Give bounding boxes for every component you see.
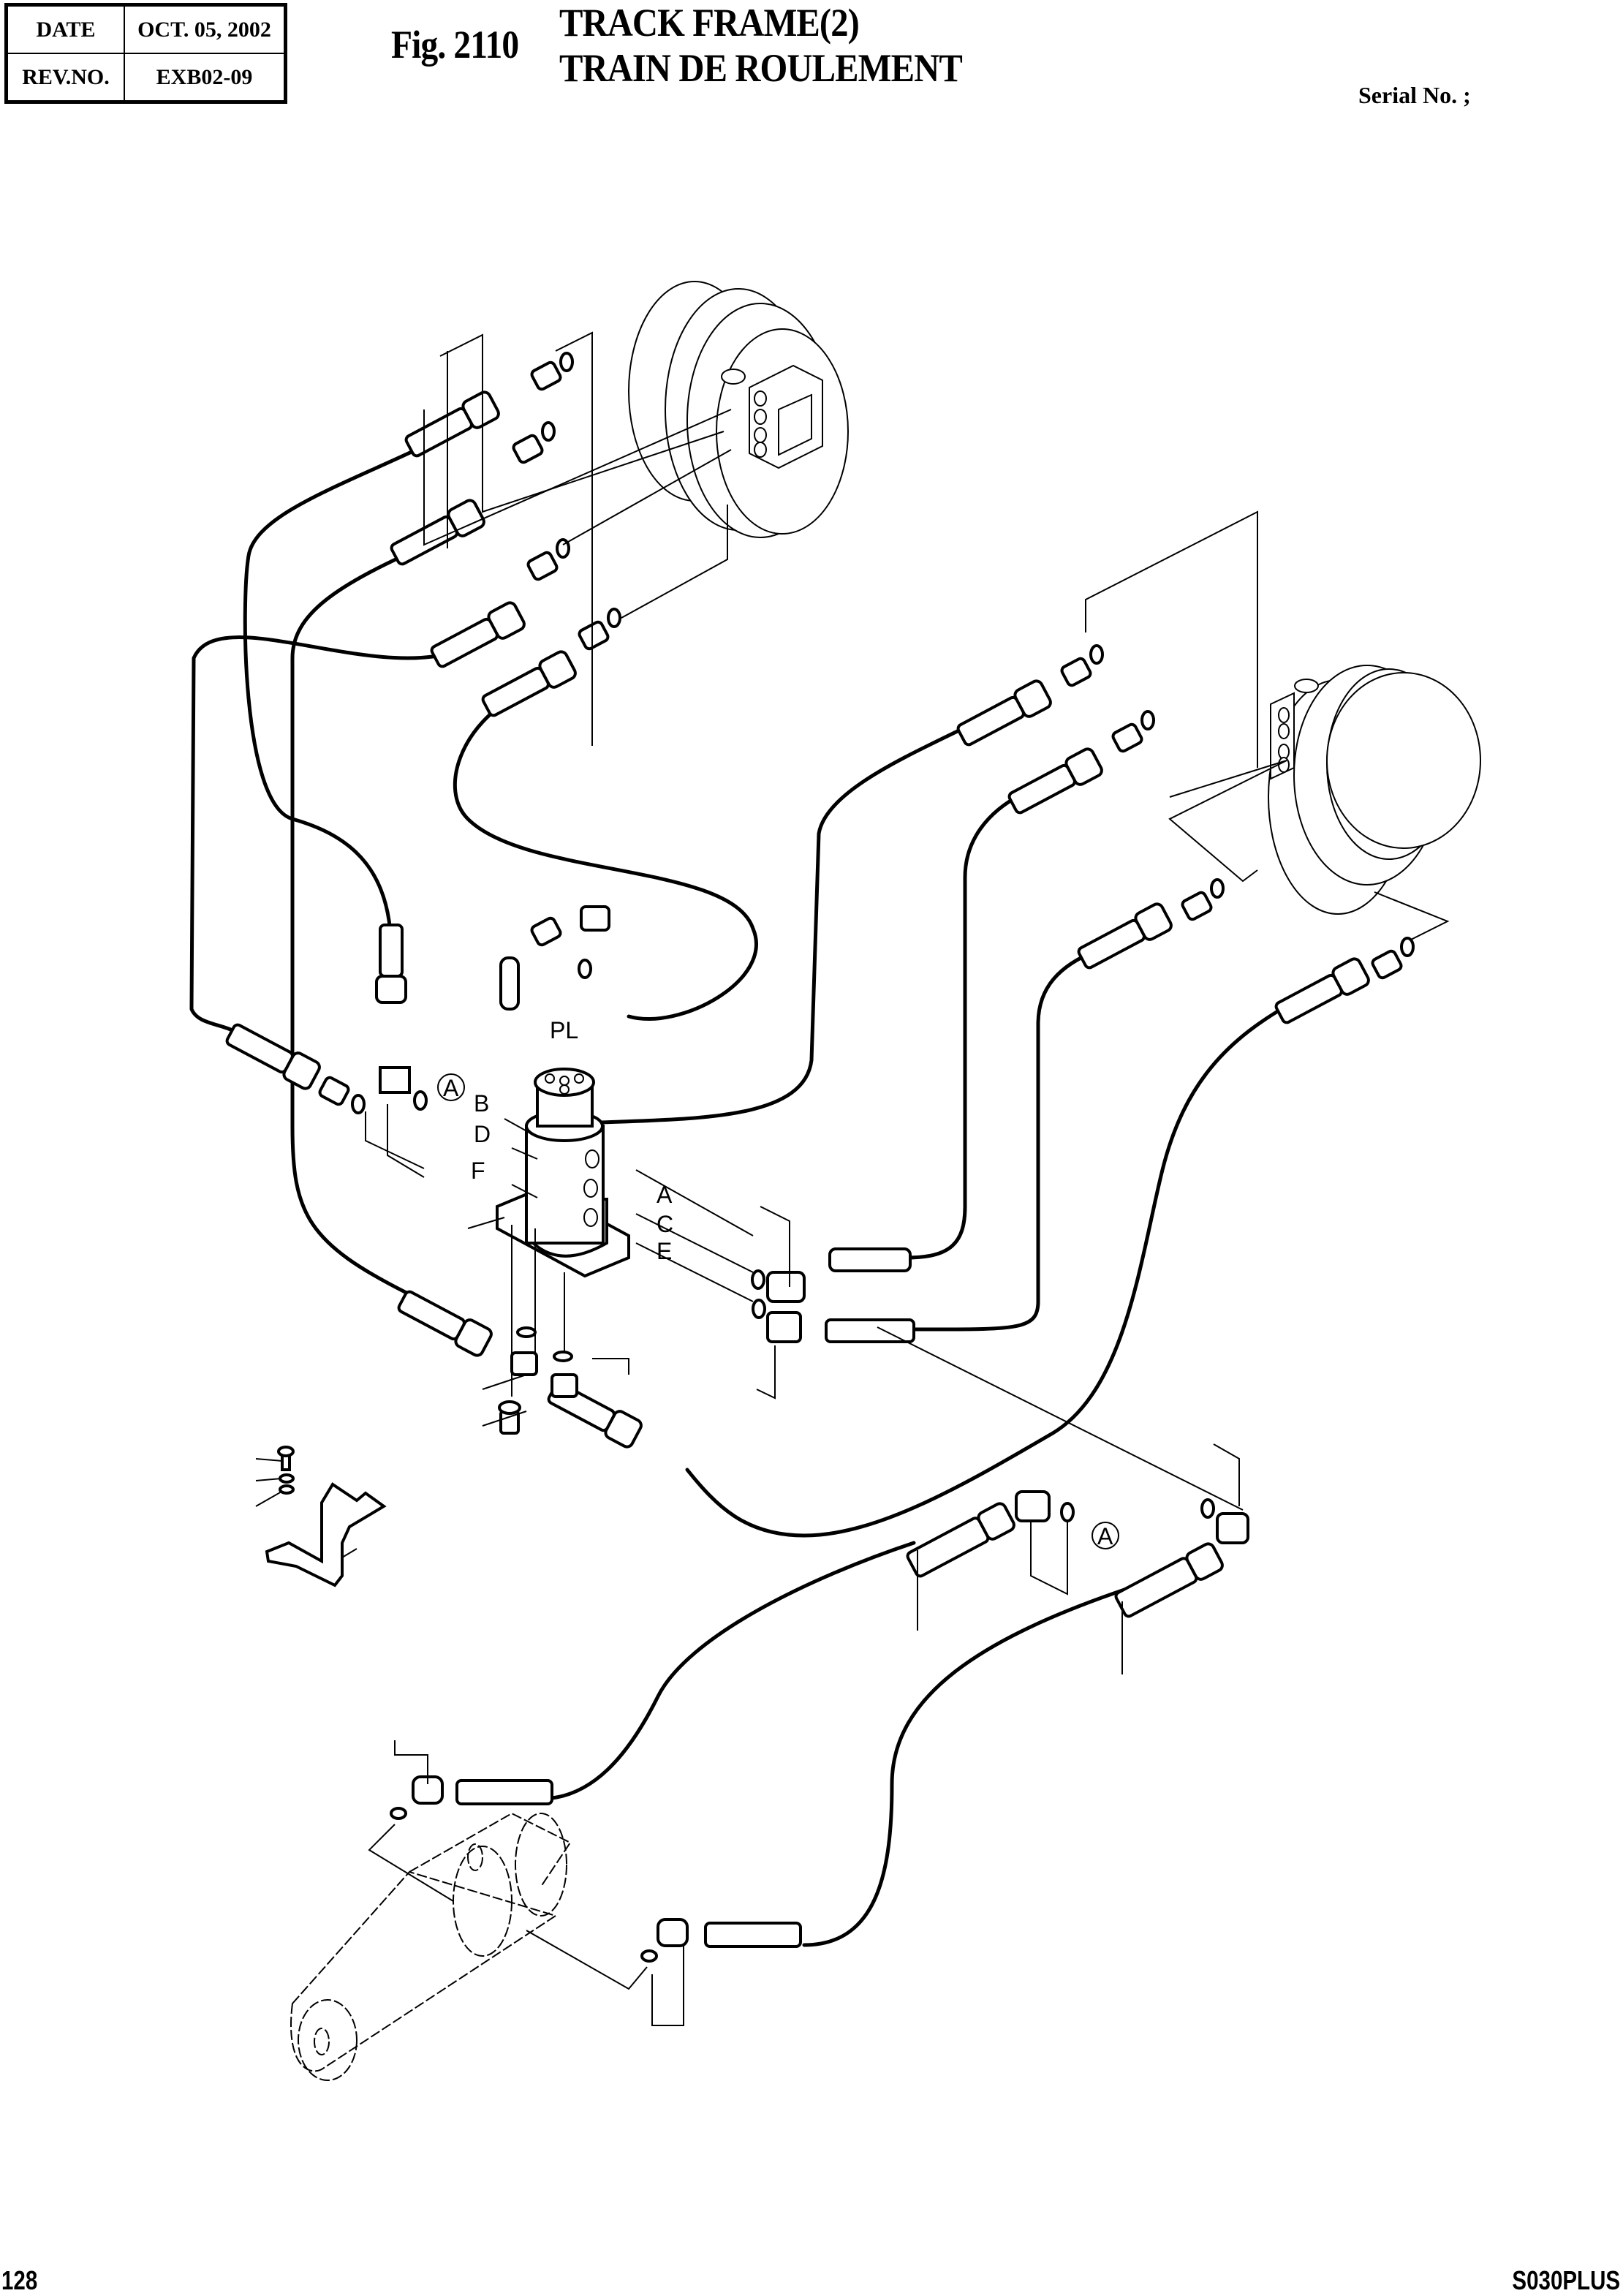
- label-reference-a-lower: A: [1097, 1523, 1113, 1549]
- travel-motor-right: [1268, 665, 1481, 915]
- serial-number-label: Serial No. ;: [1358, 82, 1471, 108]
- label-port-d: D: [474, 1121, 491, 1147]
- label-port-f: F: [471, 1158, 485, 1184]
- date-value: OCT. 05, 2002: [124, 4, 287, 54]
- travel-motor-left: [628, 281, 849, 538]
- revision-label: REV.NO.: [5, 53, 125, 103]
- revision-row: REV.NO. EXB02-09: [5, 53, 287, 103]
- revision-table: DATE OCT. 05, 2002 REV.NO. EXB02-09: [4, 3, 287, 104]
- model-name: S030PLUS: [1512, 2265, 1620, 2295]
- label-pl: PL: [550, 1017, 578, 1043]
- leader-lines: [255, 331, 1450, 2026]
- hose-lines: [189, 435, 1296, 1947]
- revision-value: EXB02-09: [124, 53, 287, 103]
- label-port-b: B: [474, 1090, 489, 1117]
- label-port-c: C: [657, 1211, 673, 1237]
- figure-number: Fig. 2110: [391, 23, 519, 67]
- mounting-bracket: [265, 1446, 387, 1587]
- hydraulic-cylinder: [290, 1812, 572, 2081]
- reference-circle-a-lower: [1092, 1522, 1119, 1549]
- swivel-joint: [496, 1068, 630, 1278]
- hose-fittings: [225, 390, 1370, 1948]
- date-row: DATE OCT. 05, 2002: [5, 4, 287, 54]
- adapters-and-orings: [318, 352, 1415, 1963]
- callout-labels: PL A B D F A C E A: [437, 1017, 1119, 1549]
- figure-title-french: TRAIN DE ROULEMENT: [559, 46, 963, 90]
- label-port-a: A: [657, 1182, 673, 1208]
- label-port-e: E: [657, 1238, 672, 1264]
- date-label: DATE: [5, 4, 125, 54]
- label-reference-a: A: [443, 1075, 459, 1101]
- reference-circle-a: [437, 1073, 465, 1101]
- figure-title-english: TRACK FRAME(2): [559, 1, 860, 45]
- page-number: 128: [1, 2265, 38, 2295]
